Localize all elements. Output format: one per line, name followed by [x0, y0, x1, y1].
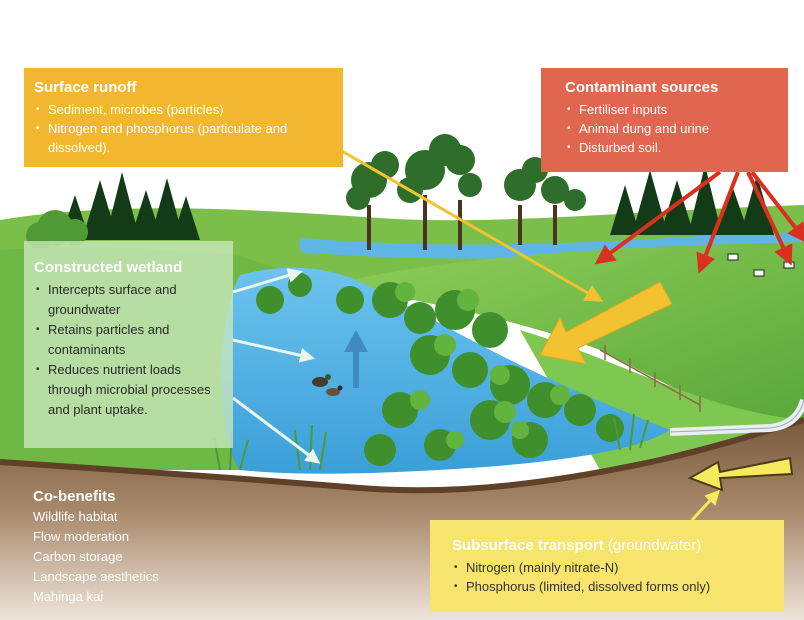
constructed-wetland-list: Intercepts surface and groundwater Retai…	[34, 280, 225, 420]
wetland-flow-arrow	[344, 330, 368, 388]
surface-runoff-panel: Surface runoff Sediment, microbes (parti…	[24, 68, 343, 167]
list-item: Phosphorus (limited, dissolved forms onl…	[452, 577, 774, 596]
wetland-pointer-arrows	[232, 268, 321, 464]
list-item: Nitrogen (mainly nitrate-N)	[452, 558, 774, 577]
list-item: Mahinga kai	[33, 589, 104, 604]
surface-runoff-list: Sediment, microbes (particles) Nitrogen …	[34, 100, 333, 157]
subsurface-transport-panel: Subsurface transport (groundwater) Nitro…	[430, 520, 784, 612]
surface-flow-arrow	[539, 281, 673, 365]
list-item: Animal dung and urine	[565, 119, 778, 138]
river-far	[300, 232, 804, 259]
broadleaf-trees-left	[26, 210, 88, 250]
subsurface-transport-heading: Subsurface transport	[452, 537, 604, 554]
surface-runoff-title: Surface runoff	[34, 79, 137, 96]
list-item: Nitrogen and phosphorus (particulate and…	[34, 119, 333, 157]
subsurface-transport-title: Subsurface transport (groundwater)	[452, 536, 774, 556]
subsurface-transport-list: Nitrogen (mainly nitrate-N) Phosphorus (…	[452, 558, 774, 596]
list-item: Intercepts surface and groundwater	[34, 280, 225, 320]
pine-trees-center	[346, 134, 586, 250]
constructed-wetland-panel: Constructed wetland Intercepts surface a…	[24, 241, 233, 448]
contaminant-sources-panel: Contaminant sources Fertiliser inputs An…	[541, 68, 788, 172]
contaminant-sources-list: Fertiliser inputs Animal dung and urine …	[565, 100, 778, 157]
constructed-wetland-title: Constructed wetland	[34, 259, 183, 276]
fence	[599, 345, 701, 412]
co-benefits-title: Co-benefits	[33, 488, 116, 505]
wetland-water	[221, 267, 670, 474]
list-item: Landscape aesthetics	[33, 569, 159, 584]
contaminant-sources-title: Contaminant sources	[565, 79, 719, 96]
duck-icon	[312, 374, 343, 396]
subsurface-flow-arrow	[687, 456, 794, 492]
list-item: Reduces nutrient loads through microbial…	[34, 360, 225, 420]
co-benefits-panel: Co-benefits Wildlife habitat Flow modera…	[33, 487, 233, 607]
list-item: Wildlife habitat	[33, 509, 118, 524]
list-item: Retains particles and contaminants	[34, 320, 225, 360]
soil-rim	[0, 417, 804, 494]
subsurface-transport-subtitle: (groundwater)	[607, 537, 702, 554]
subsurface-pointer-arrow	[690, 489, 721, 522]
list-item: Sediment, microbes (particles)	[34, 100, 333, 119]
contaminant-arrows	[594, 170, 804, 274]
list-item: Disturbed soil.	[565, 138, 778, 157]
list-item: Carbon storage	[33, 549, 123, 564]
list-item: Fertiliser inputs	[565, 100, 778, 119]
runoff-pointer-arrow	[339, 148, 604, 302]
list-item: Flow moderation	[33, 529, 130, 544]
wetland-vegetation	[213, 273, 649, 471]
